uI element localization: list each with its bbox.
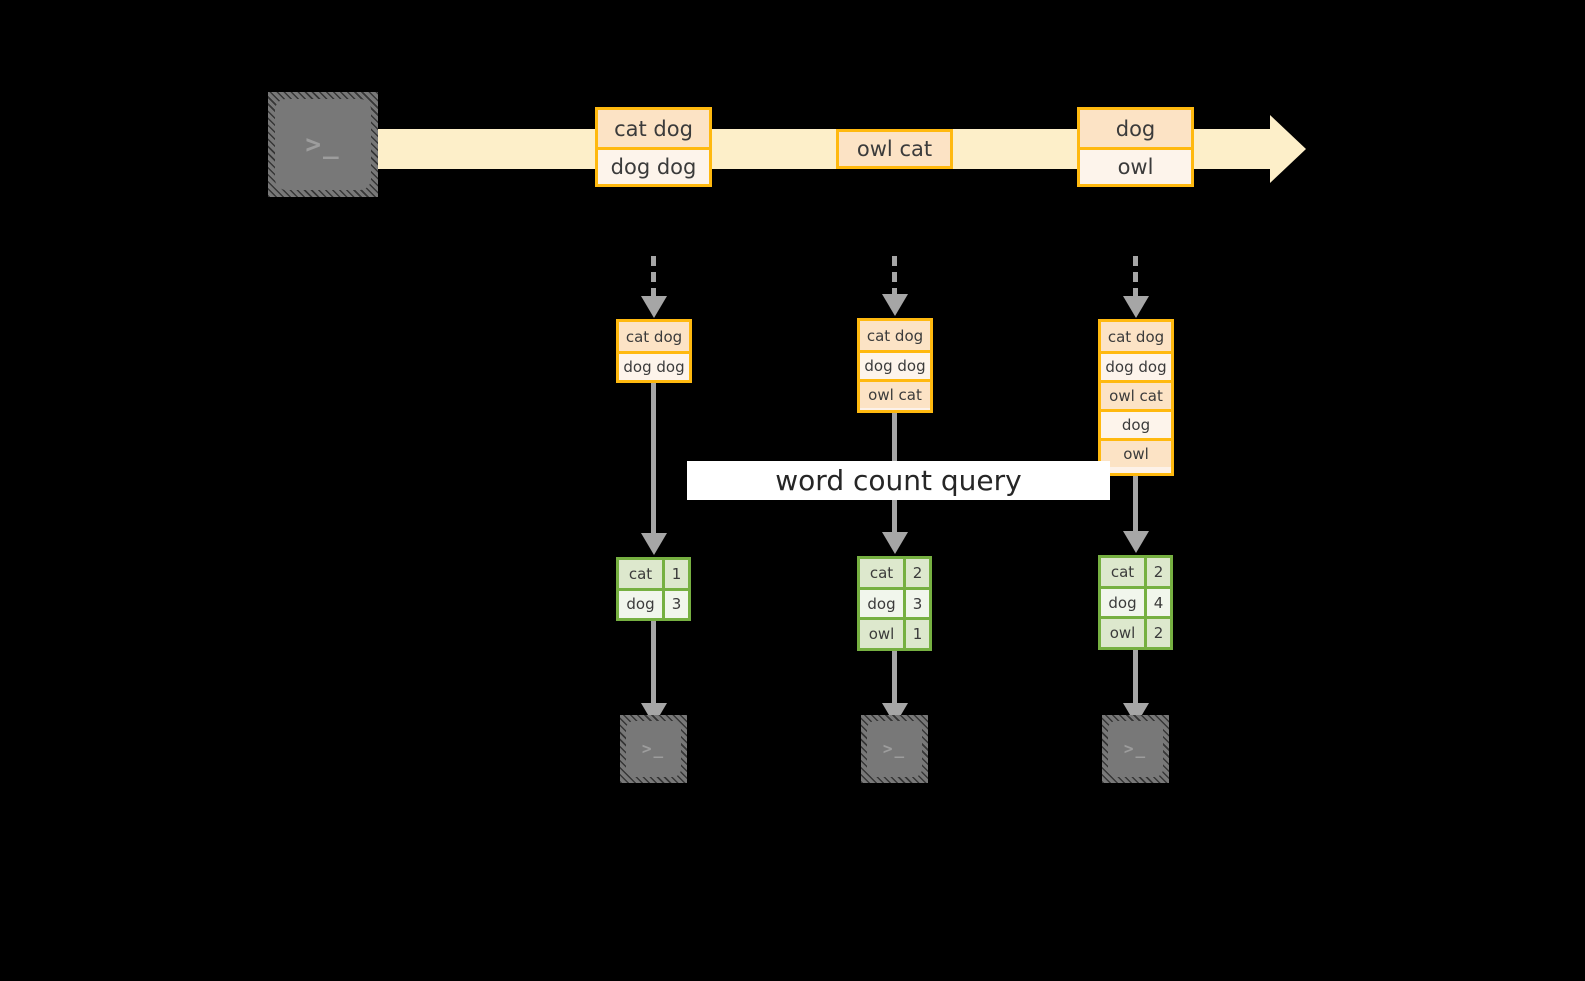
result-row: owl 2 [1101,616,1170,648]
batch-row: dog dog [860,350,930,379]
batch-box-2[interactable]: cat dog dog dog owl cat [857,318,933,413]
result-row: cat 1 [619,560,688,588]
result-word-cell: dog [860,589,906,618]
terminal-screen [275,99,371,190]
result-count-cell: 3 [665,590,688,618]
batch-row: owl [1101,438,1171,467]
result-count-cell: 2 [1147,619,1170,648]
result-count-cell: 2 [1147,558,1170,586]
result-count-cell: 1 [665,560,688,588]
stream-to-batch-arrow-1 [641,296,667,318]
terminal-screen [867,721,922,777]
result-row: dog 3 [860,586,929,618]
sink-terminal-icon-1[interactable]: >_ [620,715,687,783]
stream-event-row: cat dog [598,110,709,147]
result-word-cell: dog [1101,588,1147,617]
sink-terminal-icon-3[interactable]: >_ [1102,715,1169,783]
result-row: cat 2 [860,559,929,587]
result-word-cell: cat [860,559,906,587]
stream-to-batch-dashed-line-3 [1133,256,1138,298]
stream-event-row: dog dog [598,147,709,184]
terminal-screen [626,721,681,777]
result-count-cell: 3 [906,589,929,618]
batch-row: owl cat [1101,380,1171,409]
result-table-3[interactable]: cat 2 dog 4 owl 2 [1098,555,1173,650]
batch-row: owl cat [860,379,930,408]
result-word-cell: dog [619,590,665,618]
result-count-cell: 2 [906,559,929,587]
stream-event-group-3[interactable]: dog owl [1077,107,1194,187]
batch-box-1[interactable]: cat dog dog dog [616,319,692,383]
batch-row: dog dog [619,351,689,380]
result-row: dog 4 [1101,585,1170,617]
result-to-sink-line-2 [892,651,897,705]
stream-event-row: dog [1080,110,1191,147]
result-table-2[interactable]: cat 2 dog 3 owl 1 [857,556,932,651]
source-terminal-icon[interactable]: >_ [268,92,378,197]
batch-to-result-line-1 [651,383,656,535]
batch-row: cat dog [619,322,689,351]
result-to-sink-line-3 [1133,650,1138,705]
stream-arrow-head [1270,115,1306,183]
batch-to-result-line-3 [1133,476,1138,535]
result-count-cell: 1 [906,620,929,649]
stream-event-group-2[interactable]: owl cat [836,129,953,169]
batch-row: dog [1101,409,1171,438]
batch-row: dog dog [1101,351,1171,380]
stream-event-group-1[interactable]: cat dog dog dog [595,107,712,187]
query-label-text: word count query [775,464,1022,497]
result-word-cell: owl [860,620,906,649]
result-word-cell: cat [1101,558,1147,586]
sink-terminal-icon-2[interactable]: >_ [861,715,928,783]
result-word-cell: cat [619,560,665,588]
result-row: cat 2 [1101,558,1170,586]
batch-row: cat dog [1101,322,1171,351]
batch-row: cat dog [860,321,930,350]
query-label-band: word count query [687,461,1110,500]
stream-to-batch-arrow-2 [882,294,908,316]
result-to-sink-line-1 [651,621,656,705]
stream-event-row: owl [1080,147,1191,184]
result-count-cell: 4 [1147,588,1170,617]
result-row: owl 1 [860,617,929,649]
batch-box-3[interactable]: cat dog dog dog owl cat dog owl [1098,319,1174,476]
terminal-screen [1108,721,1163,777]
batch-to-result-arrow-2 [882,532,908,554]
stream-to-batch-dashed-line-1 [651,256,656,298]
stream-to-batch-dashed-line-2 [892,256,897,298]
stream-to-batch-arrow-3 [1123,296,1149,318]
result-table-1[interactable]: cat 1 dog 3 [616,557,691,621]
result-row: dog 3 [619,587,688,618]
stream-event-row: owl cat [839,132,950,166]
terminal-prompt-glyph: >_ [882,739,907,758]
result-word-cell: owl [1101,619,1147,648]
terminal-prompt-glyph: >_ [641,739,666,758]
terminal-prompt-glyph: >_ [1123,739,1148,758]
terminal-prompt-glyph: >_ [305,129,341,160]
batch-to-result-arrow-1 [641,533,667,555]
batch-to-result-arrow-3 [1123,531,1149,553]
